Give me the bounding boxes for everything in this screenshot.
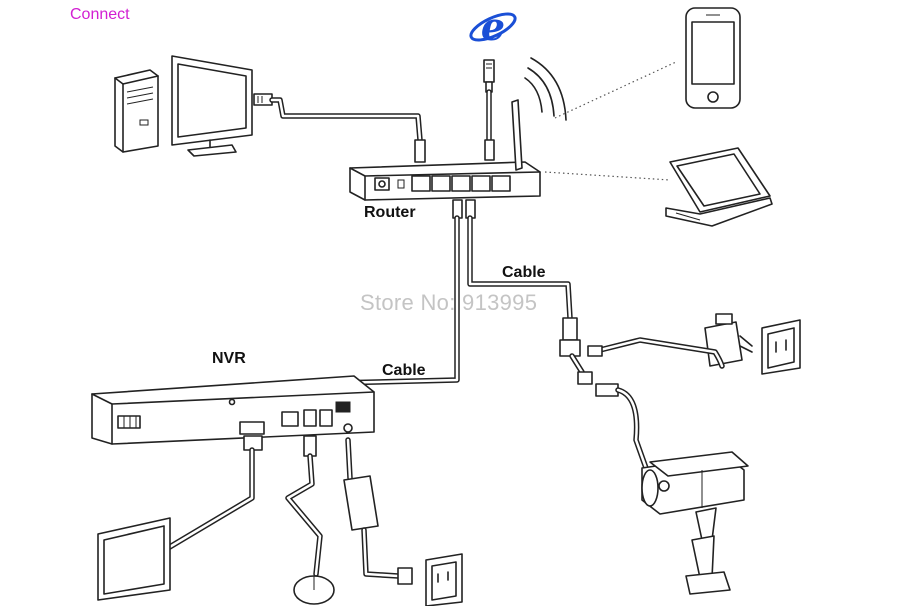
internet-explorer-icon: e (469, 4, 517, 49)
smartphone (685, 7, 741, 109)
camera-pigtail (577, 371, 649, 471)
nvr-recorder (91, 375, 375, 445)
ip-camera (641, 451, 749, 595)
camera-power-adapter (587, 313, 753, 369)
svg-text:e: e (481, 4, 505, 49)
pc-network-cable (253, 93, 426, 163)
cable-label-nvr: Cable (382, 362, 426, 379)
nvr-wall-socket (425, 553, 463, 606)
nvr-vga-cable (165, 435, 263, 551)
cable-label-camera: Cable (502, 264, 546, 281)
usb-mouse-cable (285, 435, 323, 577)
nvr-power-adapter (343, 437, 413, 585)
connect-heading: Connect (70, 6, 130, 23)
store-watermark: Store No: 913995 (360, 290, 538, 315)
desktop-computer (114, 69, 159, 153)
nvr-label: NVR (212, 350, 246, 367)
camera-wall-socket (761, 319, 801, 375)
nvr-monitor (97, 517, 171, 601)
desktop-monitor (171, 55, 253, 157)
laptop (665, 147, 773, 227)
internet-cable (483, 59, 495, 161)
wifi-link-laptop (544, 171, 671, 181)
mouse-icon (293, 575, 335, 605)
camera-network-cable (465, 199, 585, 375)
router (349, 57, 567, 201)
router-label: Router (364, 204, 416, 221)
wifi-link-phone (554, 61, 677, 119)
